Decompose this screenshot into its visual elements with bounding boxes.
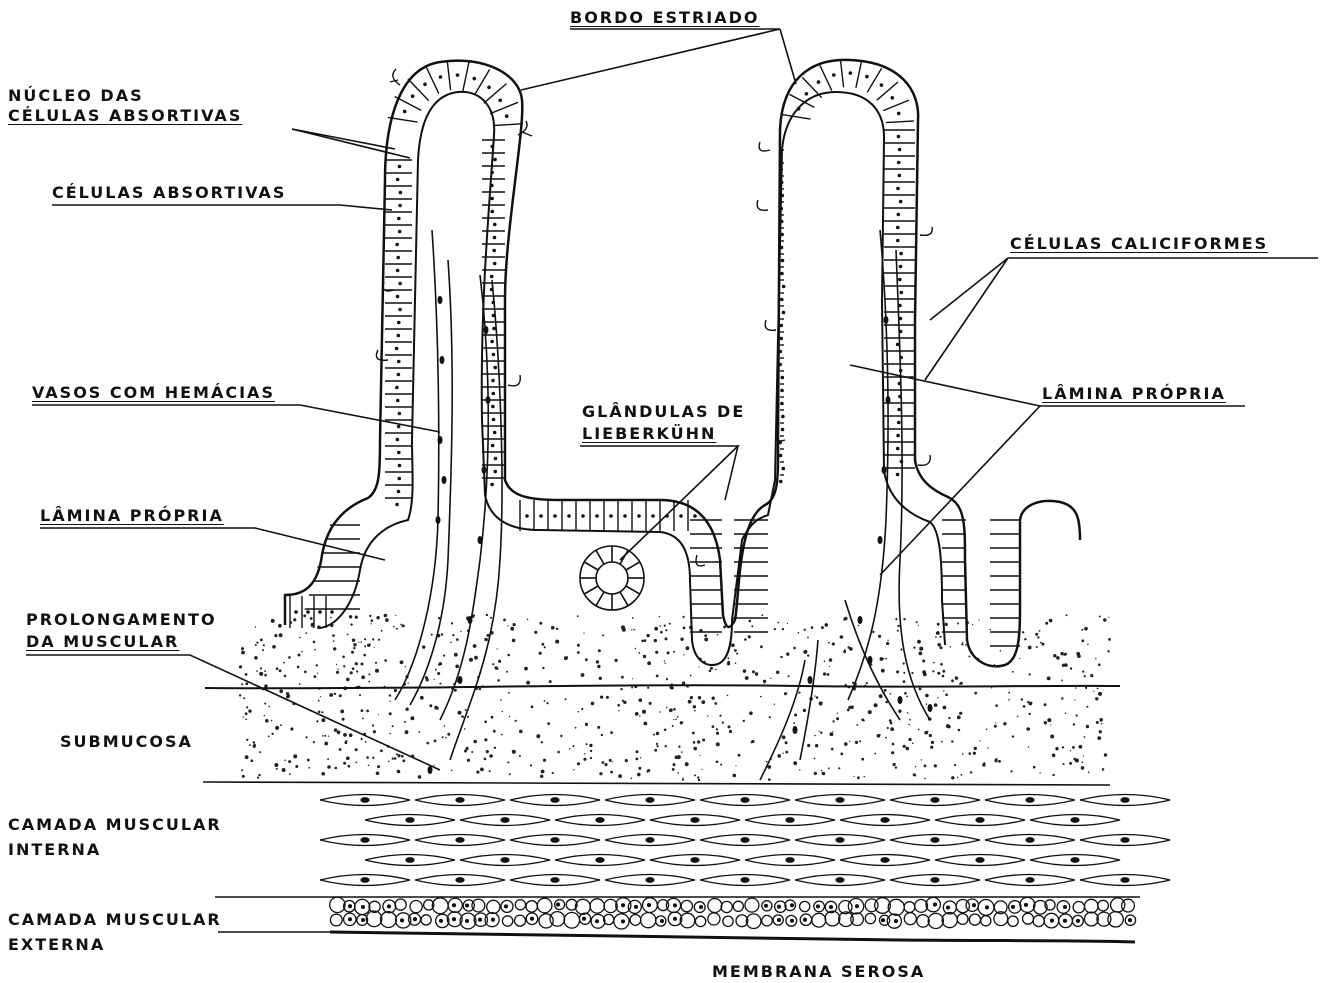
lieberkuhn-gland-section bbox=[580, 546, 644, 610]
label-membrana-serosa: MEMBRANA SEROSA bbox=[712, 962, 925, 982]
blood-vessels bbox=[395, 230, 930, 780]
label-submucosa: SUBMUCOSA bbox=[60, 732, 193, 752]
label-prolongamento-line2: DA MUSCULAR bbox=[26, 632, 179, 652]
goblet-cells bbox=[376, 69, 932, 566]
label-vasos-com-hemacias: VASOS COM HEMÁCIAS bbox=[32, 383, 275, 403]
label-glandulas-line1: GLÂNDULAS DE bbox=[582, 402, 745, 422]
outer-muscle-cells bbox=[330, 897, 1136, 929]
absorptive-cells bbox=[290, 59, 1020, 646]
label-nucleo-line1: NÚCLEO DAS bbox=[8, 86, 144, 106]
label-prolongamento-line1: PROLONGAMENTO bbox=[26, 610, 217, 630]
submucosa-stipple bbox=[239, 614, 1111, 781]
red-blood-cells bbox=[428, 296, 933, 774]
label-celulas-absortivas: CÉLULAS ABSORTIVAS bbox=[52, 183, 286, 203]
label-lamina-propria-left: LÂMINA PRÓPRIA bbox=[40, 506, 224, 526]
label-muscular-externa-line2: EXTERNA bbox=[8, 935, 105, 955]
epithelium-inner-contour bbox=[320, 92, 945, 665]
label-glandulas-line2: LIEBERKÜHN bbox=[582, 424, 716, 444]
label-celulas-caliciformes: CÉLULAS CALICIFORMES bbox=[1010, 234, 1268, 254]
serosa-line bbox=[330, 932, 1135, 942]
label-nucleo-line2: CÉLULAS ABSORTIVAS bbox=[8, 106, 242, 126]
label-bordo-estriado: BORDO ESTRIADO bbox=[570, 8, 759, 28]
inner-muscle-fibers bbox=[320, 795, 1170, 886]
label-muscular-interna-line1: CAMADA MUSCULAR bbox=[8, 815, 222, 835]
muscularis-mucosae-line bbox=[205, 685, 1120, 688]
label-lamina-propria-right: LÂMINA PRÓPRIA bbox=[1042, 384, 1226, 404]
label-muscular-externa-line1: CAMADA MUSCULAR bbox=[8, 910, 222, 930]
label-muscular-interna-line2: INTERNA bbox=[8, 840, 101, 860]
